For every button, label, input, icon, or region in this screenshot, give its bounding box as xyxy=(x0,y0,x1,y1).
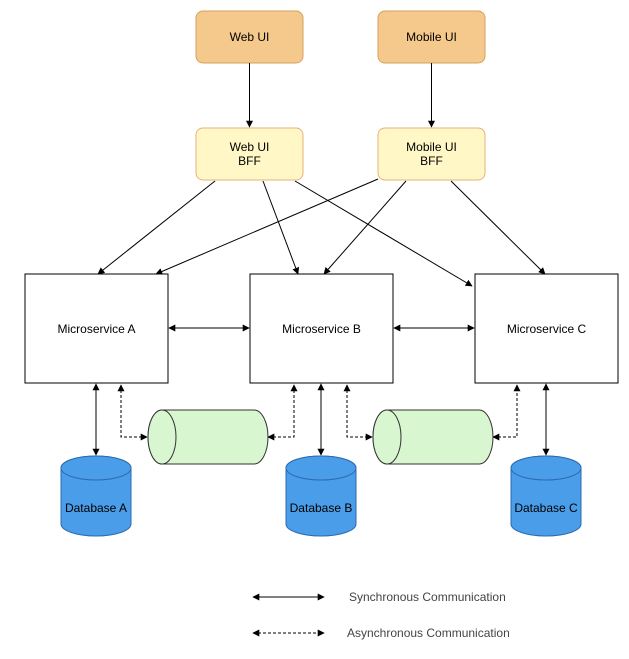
message-queue-2 xyxy=(372,409,494,465)
database-a-top xyxy=(60,455,132,481)
queue-1-end xyxy=(147,409,177,465)
microservice-b: Microservice B xyxy=(249,273,394,384)
database-a: Database A xyxy=(60,455,132,537)
mobile-ui-bff-label-line2: BFF xyxy=(420,154,443,168)
microservice-c: Microservice C xyxy=(474,273,619,384)
web-ui-bff-label-line2: BFF xyxy=(238,154,261,168)
mobile-ui-bff: Mobile UI BFF xyxy=(377,127,486,181)
database-b-top xyxy=(285,455,357,481)
queue-2-service-c-async-arrow xyxy=(492,384,521,441)
microservice-c-box xyxy=(474,273,619,384)
microservice-a-label: Microservice A xyxy=(57,322,135,336)
legend-async-label: Asynchronous Communication xyxy=(347,626,510,640)
queue-2-end xyxy=(372,409,402,465)
queue-1-service-b-async-arrow xyxy=(267,384,298,441)
mobile-ui-bff-box xyxy=(377,127,486,181)
mobile-bff-to-service-c-arrow xyxy=(450,180,546,275)
database-c-label: Database C xyxy=(514,501,578,515)
microservice-a: Microservice A xyxy=(24,273,169,384)
mobile-bff-to-service-b-arrow xyxy=(323,180,407,275)
web-bff-to-service-c-arrow xyxy=(294,180,473,287)
microservice-c-label: Microservice C xyxy=(507,322,587,336)
database-c-top xyxy=(510,455,582,481)
service-b-queue-2-async-arrow xyxy=(343,384,373,441)
mobile-bff-to-service-a-arrow xyxy=(155,178,379,275)
mobile-ui-client: Mobile UI xyxy=(377,10,486,64)
database-c: Database C xyxy=(510,455,582,537)
web-bff-to-service-b-arrow xyxy=(262,180,300,275)
web-bff-to-service-a-arrow xyxy=(97,180,216,275)
web-ui-client-label: Web UI xyxy=(230,30,270,44)
web-ui-bff-box xyxy=(195,127,304,181)
database-a-label: Database A xyxy=(65,501,127,515)
service-a-queue-1-async-arrow xyxy=(117,384,148,441)
microservice-a-box xyxy=(24,273,169,384)
mobile-ui-bff-label-line1: Mobile UI xyxy=(406,140,457,154)
web-ui-bff-label-line1: Web UI xyxy=(230,140,270,154)
legend: Synchronous Communication Asynchronous C… xyxy=(252,590,510,640)
message-queue-1 xyxy=(147,409,269,465)
legend-sync-label: Synchronous Communication xyxy=(349,590,506,604)
database-b-label: Database B xyxy=(290,501,353,515)
mobile-ui-client-label: Mobile UI xyxy=(406,30,457,44)
database-b: Database B xyxy=(285,455,357,537)
microservice-b-label: Microservice B xyxy=(282,322,361,336)
web-ui-bff: Web UI BFF xyxy=(195,127,304,181)
microservice-b-box xyxy=(249,273,394,384)
web-ui-client: Web UI xyxy=(195,10,304,64)
